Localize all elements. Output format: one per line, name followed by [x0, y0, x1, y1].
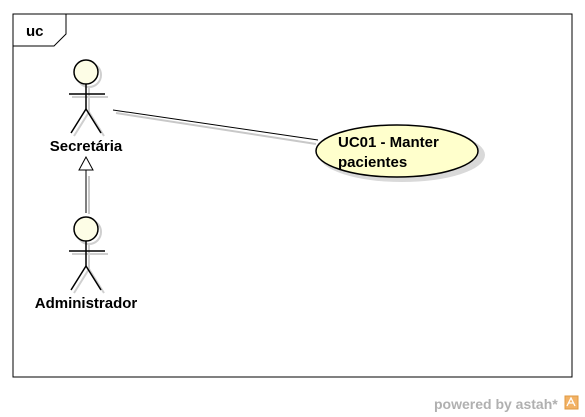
- actor-head: [73, 216, 99, 242]
- association-line: [112, 109, 319, 141]
- actor-secretaria[interactable]: Secretária: [50, 59, 123, 155]
- actor-secretaria-label: Secretária: [50, 138, 123, 155]
- actor-body: [69, 241, 105, 291]
- actor-administrador[interactable]: Administrador: [35, 216, 138, 312]
- actor-administrador-label: Administrador: [35, 295, 138, 312]
- diagram-frame: [12, 13, 573, 378]
- frame-title: uc: [26, 23, 44, 40]
- use-case-label-line2: pacientes: [338, 154, 407, 171]
- footer-powered-by: powered by astah*: [434, 396, 558, 412]
- generalization-arrowhead: [78, 155, 94, 171]
- astah-logo-icon: [564, 395, 579, 410]
- use-case-label-line1: UC01 - Manter: [338, 134, 439, 151]
- actor-body: [69, 84, 105, 134]
- actor-head: [73, 59, 99, 85]
- association-shadow: [115, 112, 317, 145]
- frame-title-tab: [12, 14, 67, 47]
- actor-secretaria-shadow: [72, 62, 108, 137]
- use-case-ellipse: [315, 124, 479, 178]
- use-case-uc01[interactable]: UC01 - Manter pacientes: [315, 124, 485, 182]
